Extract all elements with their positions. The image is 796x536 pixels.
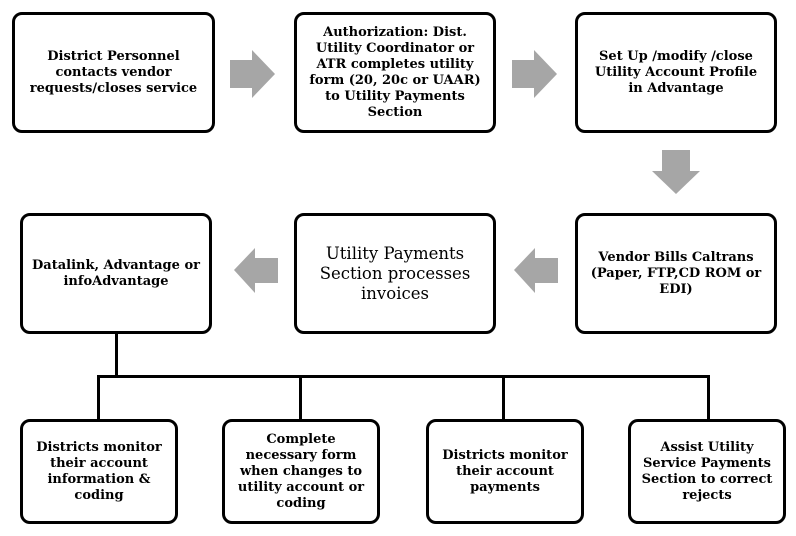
arrow-left-2	[234, 248, 278, 293]
connector-bus	[97, 375, 710, 378]
arrow-down-shape	[652, 150, 700, 194]
district-personnel-text: District Personnel contacts vendor reque…	[29, 48, 198, 96]
monitor-info-box: Districts monitor their account informat…	[20, 419, 178, 524]
district-personnel-box: District Personnel contacts vendor reque…	[12, 12, 215, 133]
setup-account-text: Set Up /modify /close Utility Account Pr…	[594, 48, 758, 96]
processes-invoices-box: Utility Payments Section processes invoi…	[294, 213, 496, 334]
complete-form-box: Complete necessary form when changes to …	[222, 419, 380, 524]
connector-trunk	[115, 333, 118, 378]
monitor-payments-text: Districts monitor their account payments	[442, 447, 568, 495]
datalink-box: Datalink, Advantage or infoAdvantage	[20, 213, 212, 334]
connector-drop-2	[299, 375, 302, 420]
datalink-text: Datalink, Advantage or infoAdvantage	[32, 258, 200, 289]
vendor-bills-box: Vendor Bills Caltrans (Paper, FTP,CD ROM…	[575, 213, 777, 334]
authorization-text: Authorization: Dist. Utility Coordinator…	[309, 24, 481, 120]
processes-invoices-text: Utility Payments Section processes invoi…	[319, 243, 471, 303]
connector-drop-3	[502, 375, 505, 420]
arrow-left-2-shape	[234, 248, 278, 293]
arrow-right-1-shape	[230, 50, 275, 98]
connector-drop-4	[707, 375, 710, 420]
setup-account-box: Set Up /modify /close Utility Account Pr…	[575, 12, 777, 133]
assist-rejects-box: Assist Utility Service Payments Section …	[628, 419, 786, 524]
authorization-box: Authorization: Dist. Utility Coordinator…	[294, 12, 496, 133]
arrow-right-2-shape	[512, 50, 557, 98]
arrow-left-1-shape	[514, 248, 558, 293]
complete-form-text: Complete necessary form when changes to …	[237, 431, 365, 511]
connector-drop-1	[97, 375, 100, 420]
monitor-info-text: Districts monitor their account informat…	[36, 439, 162, 503]
arrow-right-1	[230, 50, 275, 98]
arrow-right-2	[512, 50, 557, 98]
monitor-payments-box: Districts monitor their account payments	[426, 419, 584, 524]
assist-rejects-text: Assist Utility Service Payments Section …	[641, 439, 773, 503]
vendor-bills-text: Vendor Bills Caltrans (Paper, FTP,CD ROM…	[590, 249, 762, 297]
arrow-left-1	[514, 248, 558, 293]
arrow-down	[652, 150, 700, 194]
